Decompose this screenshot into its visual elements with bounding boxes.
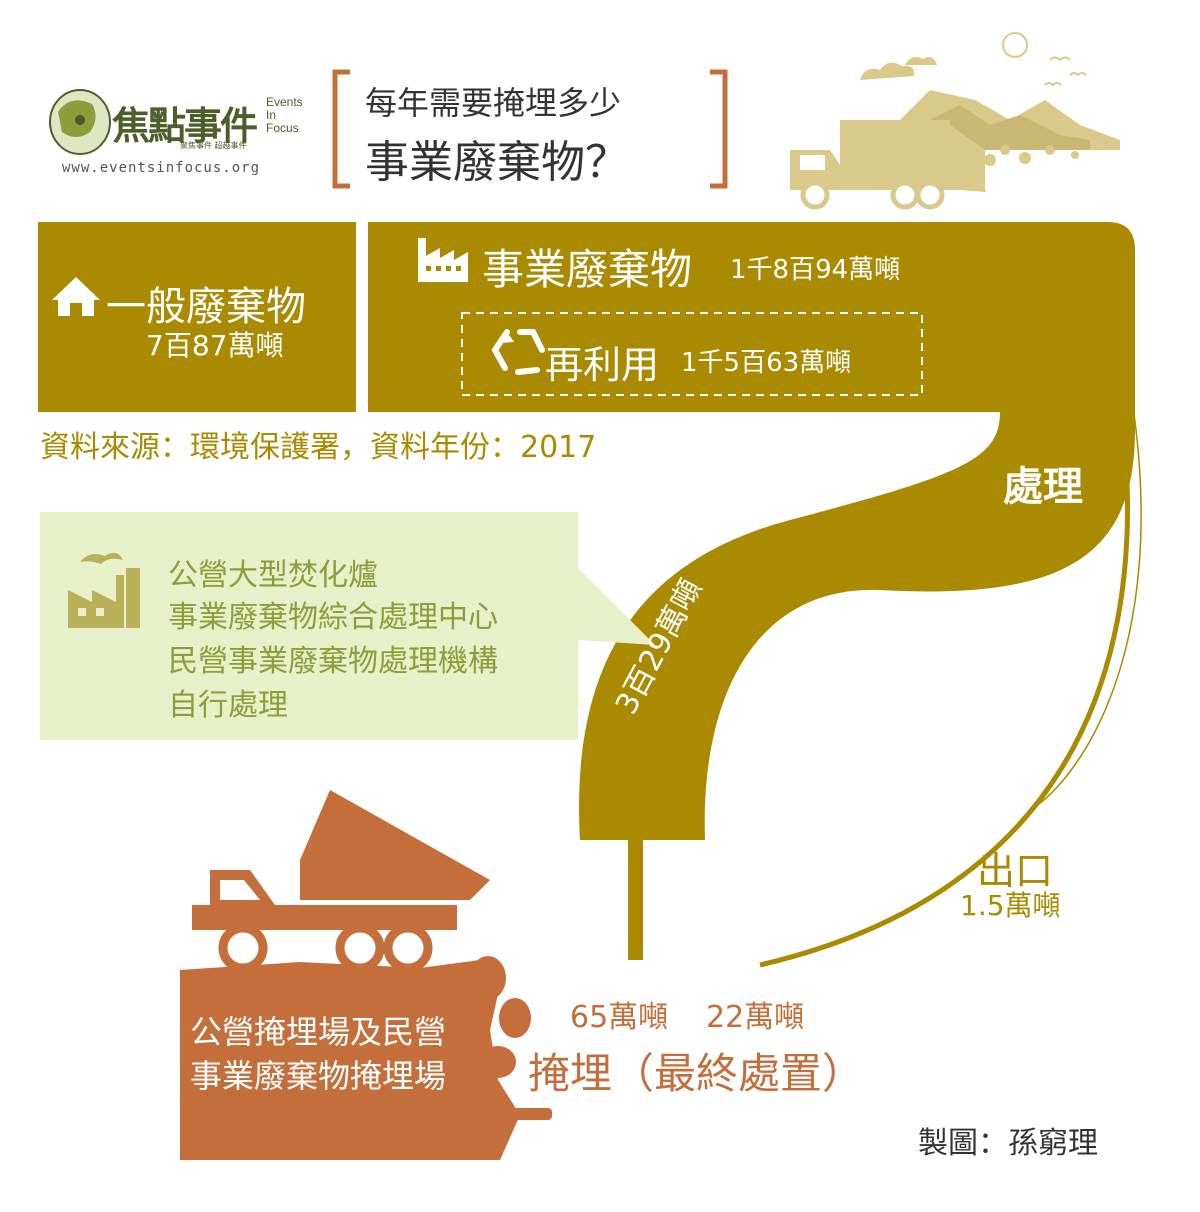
general-waste-box [38, 222, 356, 412]
house-icon [52, 277, 100, 316]
treatment-flow-band [368, 222, 1135, 840]
landfill-amount-a: 65萬噸 [570, 1000, 669, 1035]
source-note: 資料來源：環境保護署，資料年份：2017 [40, 430, 597, 465]
industrial-waste-label: 事業廢棄物 [482, 245, 693, 294]
facility-item: 公營大型焚化爐 [168, 558, 378, 593]
general-waste-label: 一般廢棄物 [106, 284, 306, 330]
export-amount: 1.5萬噸 [960, 889, 1061, 922]
export-label: 出口 [977, 849, 1054, 893]
logo-emblem [49, 89, 111, 155]
title-line-1: 每年需要掩埋多少 [365, 84, 622, 122]
landfill-dump-truck-illustration [180, 790, 552, 1160]
industrial-waste-amount: 1千8百94萬噸 [730, 255, 901, 285]
reuse-label: 再利用 [545, 343, 660, 387]
logo-english-2: In [266, 108, 277, 122]
landfill-landscape-illustration [790, 32, 1120, 210]
export-line [759, 399, 1130, 968]
facility-item: 事業廢棄物綜合處理中心 [168, 600, 498, 635]
facility-item: 民營事業廢棄物處理機構 [168, 644, 498, 679]
title-line-2: 事業廢棄物？ [365, 137, 629, 188]
landfill-label: 掩埋（最終處置） [528, 1049, 865, 1098]
landfill-flow-stem [628, 840, 643, 960]
logo-english-3: Focus [266, 121, 299, 135]
treatment-label: 處理 [1003, 464, 1083, 510]
facility-item: 自行處理 [168, 688, 288, 723]
title-bracket-left [332, 69, 350, 189]
general-waste-amount: 7百87萬噸 [146, 329, 284, 362]
credit: 製圖：孫窮理 [918, 1126, 1098, 1161]
logo-english-1: Events [266, 95, 303, 109]
recycle-icon [491, 329, 545, 375]
logo-name: 焦點事件 [112, 103, 258, 148]
reuse-amount: 1千5百63萬噸 [681, 348, 852, 378]
landfill-sites: 公營掩埋場及民營事業廢棄物掩埋場 [190, 1013, 447, 1095]
logo-tagline: 聚焦事件 超越事件 [180, 141, 247, 150]
factory-icon [418, 238, 468, 282]
factory-smoke-icon [68, 552, 140, 628]
logo-url: www.eventsinfocus.org [62, 160, 261, 176]
reuse-box [461, 312, 923, 396]
landfill-amount-b: 22萬噸 [706, 1000, 805, 1035]
treatment-callout [40, 512, 655, 740]
title-bracket-right [710, 69, 728, 189]
